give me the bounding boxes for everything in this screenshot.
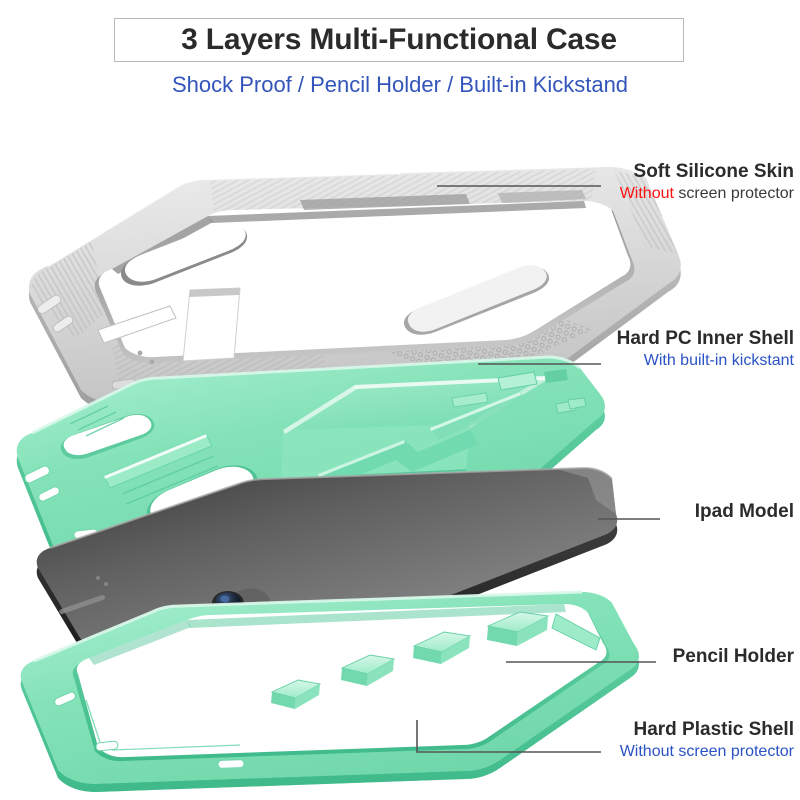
silicone-strap-slot-right	[403, 265, 550, 335]
pc-shell-rim-highlight	[31, 355, 581, 435]
plastic-shell-pencil-holder	[270, 611, 601, 709]
callout-pencil-holder: Pencil Holder	[673, 645, 794, 668]
callout-sub-pc: With built-in kickstant	[643, 352, 794, 369]
callout-title-pc: Hard PC Inner Shell	[616, 328, 794, 349]
ipad-microphone-2	[104, 582, 108, 586]
pc-shell-rib-details	[69, 405, 219, 505]
callout-sub-silicone: Without screen protector	[620, 183, 794, 204]
silicone-ribbed-texture-right	[614, 170, 678, 254]
callout-hard-pc-inner-shell: Hard PC Inner Shell With built-in kickst…	[617, 327, 794, 371]
plastic-shell-inner-lip-top	[187, 604, 566, 628]
callout-title-plastic: Hard Plastic Shell	[633, 719, 794, 740]
callout-title-ipad: Ipad Model	[694, 501, 794, 522]
plastic-shell-inner-lip-left	[89, 620, 191, 665]
silicone-strap-slot-left	[120, 223, 248, 286]
pc-shell-strap-slot	[60, 413, 155, 460]
layer-soft-silicone-skin	[28, 167, 681, 412]
page-subtitle: Shock Proof / Pencil Holder / Built-in K…	[171, 72, 629, 97]
callout-ipad-model: Ipad Model	[695, 500, 794, 523]
plastic-shell-rim-highlight	[33, 590, 583, 663]
callout-sub-silicone-part1: Without	[619, 185, 674, 202]
pc-shell-side-cutouts	[24, 465, 99, 540]
layer-hard-plastic-shell	[20, 590, 639, 792]
callout-sub-plastic: Without screen protector	[619, 743, 794, 760]
callout-title-silicone: Soft Silicone Skin	[633, 161, 794, 182]
ipad-microphone	[96, 576, 100, 580]
silicone-slot-top-1	[300, 194, 470, 210]
silicone-inner-lip-top	[208, 201, 586, 223]
plastic-shell-bottom-lip	[96, 771, 466, 792]
plastic-shell-side-cutouts	[54, 691, 245, 769]
callout-soft-silicone-skin: Soft Silicone Skin Without screen protec…	[620, 160, 794, 204]
ipad-smart-connector	[59, 594, 105, 614]
header: 3 Layers Multi-Functional Case Shock Pro…	[0, 0, 800, 112]
title-box: 3 Layers Multi-Functional Case	[114, 18, 684, 62]
pc-shell-latch-tabs	[451, 369, 587, 414]
page-title: 3 Layers Multi-Functional Case	[181, 23, 617, 56]
silicone-slot-top-2	[498, 190, 586, 203]
plastic-shell-inner-window	[76, 604, 607, 758]
plastic-shell-rib-lines	[85, 699, 241, 751]
silicone-slot-left-lower	[97, 305, 177, 344]
leader-lines	[416, 185, 660, 753]
ipad-corner-highlight	[560, 468, 616, 514]
callout-sub-silicone-part2: screen protector	[673, 185, 794, 202]
callout-hard-plastic-shell: Hard Plastic Shell Without screen protec…	[620, 718, 794, 762]
silicone-rim-highlight	[47, 172, 401, 267]
silicone-kickstand-notch	[182, 287, 241, 362]
callout-title-pencil: Pencil Holder	[672, 646, 794, 667]
leader-line-plastic	[416, 720, 601, 753]
silicone-ribbed-texture-left	[31, 241, 106, 338]
pc-shell-pencil-channel	[103, 433, 213, 489]
